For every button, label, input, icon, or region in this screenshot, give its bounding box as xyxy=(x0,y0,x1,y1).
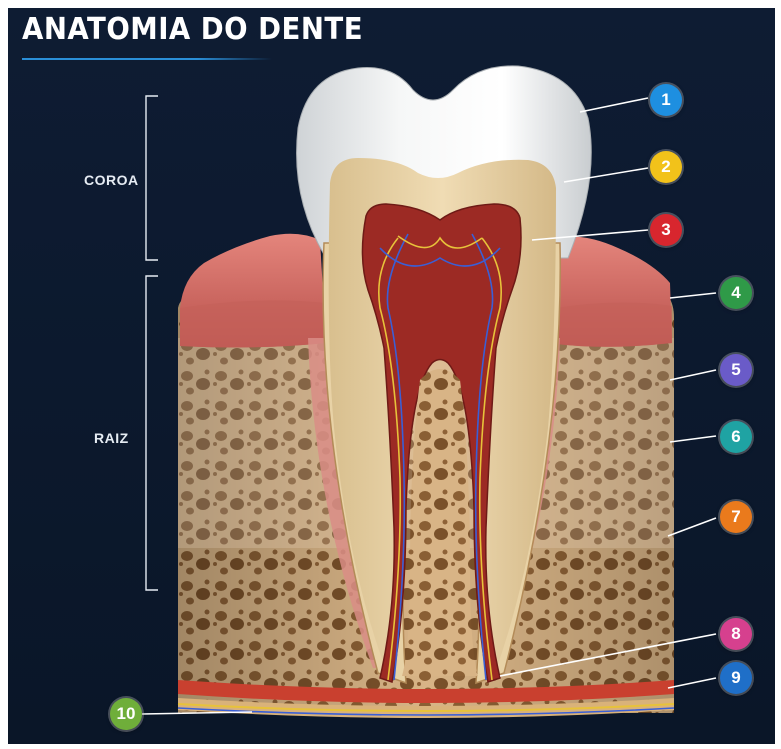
coroa-bracket xyxy=(146,96,158,260)
leader-1 xyxy=(580,98,648,112)
leader-9 xyxy=(668,678,716,688)
callout-badge-6: 6 xyxy=(720,421,752,453)
tooth-diagram xyxy=(8,8,775,744)
callout-badge-5: 5 xyxy=(720,354,752,386)
coroa-label: COROA xyxy=(84,172,139,188)
leader-6 xyxy=(670,436,716,442)
callout-badge-4: 4 xyxy=(720,277,752,309)
leader-10 xyxy=(142,712,252,714)
callout-badge-9: 9 xyxy=(720,662,752,694)
illustration-frame: ANATOMIA DO DENTE xyxy=(8,8,775,744)
callout-badge-2: 2 xyxy=(650,151,682,183)
callout-badge-3: 3 xyxy=(650,214,682,246)
callout-badge-7: 7 xyxy=(720,501,752,533)
callout-badge-8: 8 xyxy=(720,618,752,650)
leader-7 xyxy=(668,518,716,536)
raiz-label: RAIZ xyxy=(94,430,129,446)
leader-5 xyxy=(670,370,716,380)
raiz-bracket xyxy=(146,276,158,590)
callout-badge-10: 10 xyxy=(110,698,142,730)
callout-badge-1: 1 xyxy=(650,84,682,116)
leader-4 xyxy=(670,293,716,298)
brackets xyxy=(146,96,158,590)
